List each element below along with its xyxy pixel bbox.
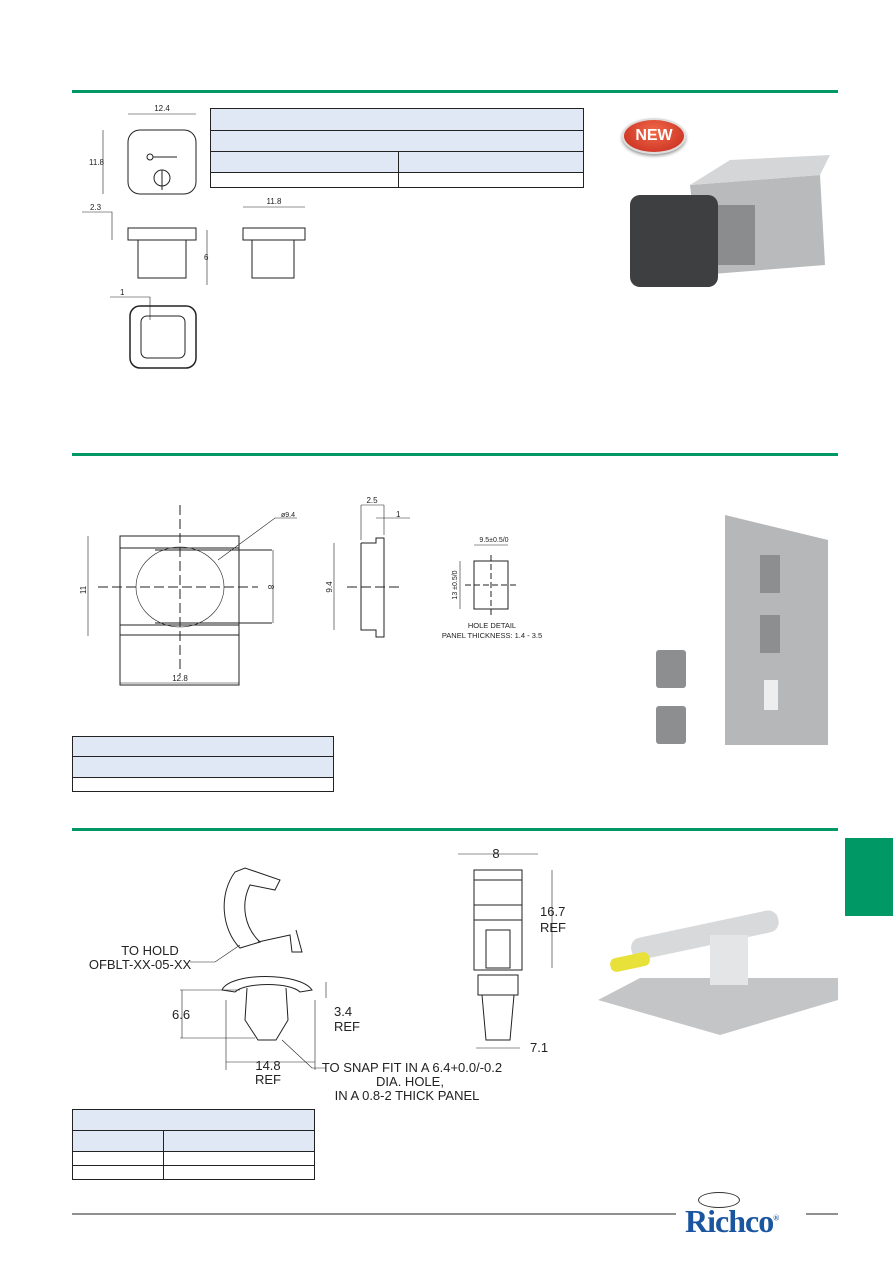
- spec-table-3: [72, 1109, 315, 1180]
- usb-cap-front-view: [102, 113, 197, 195]
- dim-label: 13 ±0.5/0: [452, 570, 459, 599]
- dim-label: 1: [396, 510, 401, 519]
- dim-label: 2.5: [366, 496, 378, 505]
- dim-label: 6.6: [172, 1007, 190, 1022]
- part-number-label: OFBLT-XX-05-XX: [89, 957, 192, 972]
- dim-label: REF: [540, 920, 566, 935]
- dim-label: 2.3: [90, 203, 102, 212]
- snap-fit-label: TO SNAP FIT IN A 6.4+0.0/-0.2: [322, 1060, 502, 1075]
- dim-label: 9.5±0.5/0: [479, 537, 508, 544]
- hole-detail: [459, 544, 518, 615]
- usb-cap-rear-view: [110, 296, 197, 369]
- dim-label: 11.8: [89, 158, 105, 167]
- to-hold-label: TO HOLD: [121, 943, 179, 958]
- dim-label: 6: [204, 253, 209, 262]
- new-badge: NEW: [622, 118, 686, 154]
- dim-label: REF: [334, 1019, 360, 1034]
- hole-detail-label: HOLE DETAIL: [468, 621, 516, 630]
- clip-side-view: [458, 853, 553, 1049]
- dim-label: 8: [492, 846, 499, 861]
- usb-cap-side-view: [82, 206, 306, 285]
- logo-text: Richco: [685, 1203, 774, 1239]
- richco-logo: Richco®: [685, 1203, 779, 1239]
- dim-label: 8: [266, 585, 275, 590]
- cable-clip-photo: [598, 910, 838, 1035]
- dim-label: 9.4: [325, 581, 334, 593]
- panel-bushing-photo: [656, 515, 828, 745]
- dim-label: 3.4: [334, 1004, 352, 1019]
- panel-thickness-label: PANEL THICKNESS: 1.4 - 3.5: [442, 631, 542, 640]
- snap-fit-label: DIA. HOLE,: [376, 1074, 444, 1089]
- dim-label: 16.7: [540, 904, 565, 919]
- section-divider: [72, 828, 838, 831]
- globe-logo-icon: [698, 1192, 740, 1208]
- usb-cap-photo: [630, 155, 830, 287]
- section-tab: [845, 838, 893, 916]
- section-divider: [72, 453, 838, 456]
- dim-label: 11: [79, 585, 88, 594]
- dim-label: 12.4: [154, 104, 170, 113]
- dim-label: 7.1: [530, 1040, 548, 1055]
- snap-fit-label: IN A 0.8-2 THICK PANEL: [335, 1088, 480, 1103]
- dim-label: ø9.4: [281, 512, 295, 519]
- dim-label: REF: [255, 1072, 281, 1087]
- spec-table-2: [72, 736, 334, 792]
- clip-front-view: [180, 867, 327, 1070]
- dim-label: 11.8: [267, 197, 283, 206]
- dim-label: 1: [120, 288, 125, 297]
- section-divider: [72, 90, 838, 93]
- bushing-side-view: [333, 504, 410, 638]
- bushing-front-view: [87, 505, 297, 686]
- spec-table-1: [210, 108, 584, 188]
- dim-label: 14.8: [255, 1058, 280, 1073]
- dim-label: 12.8: [172, 674, 188, 683]
